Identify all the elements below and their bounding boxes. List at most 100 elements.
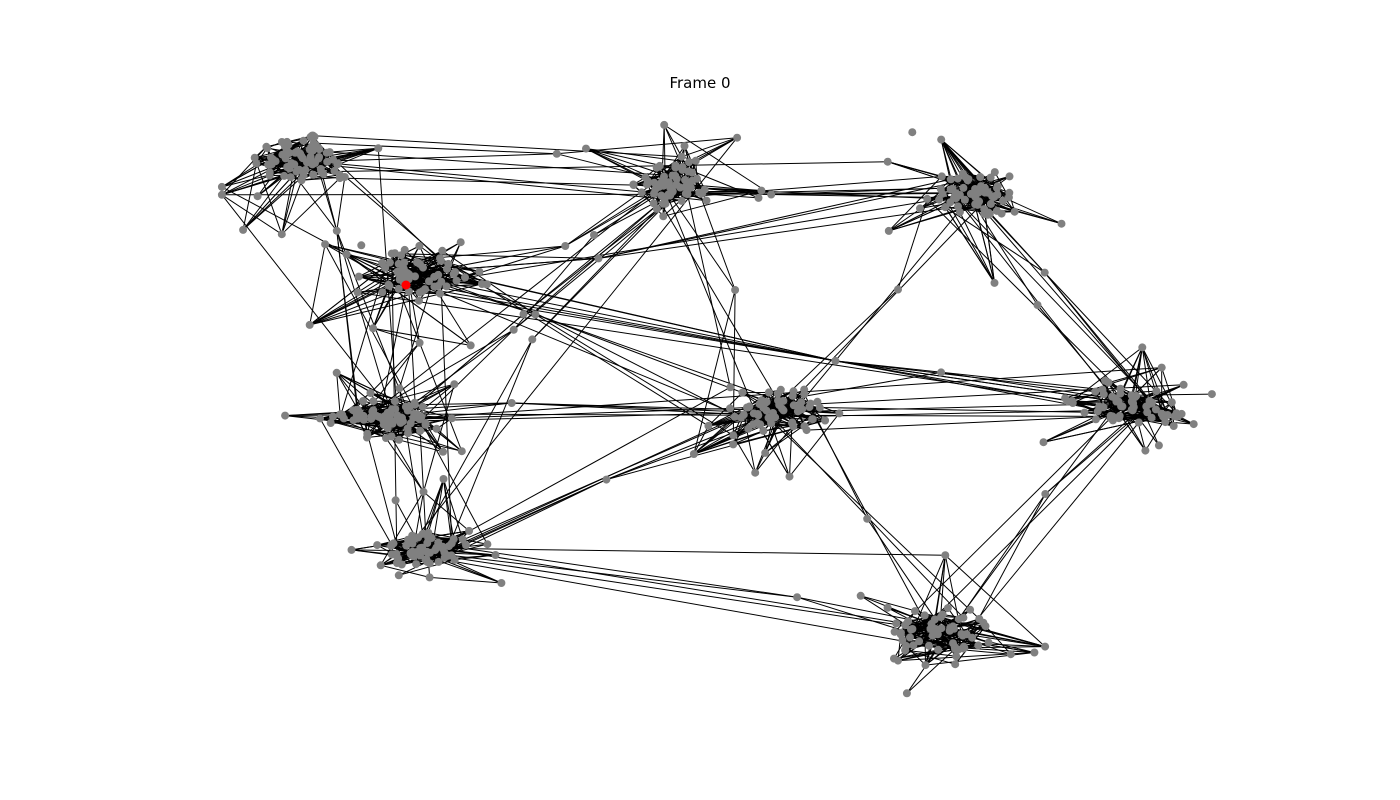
node bbox=[890, 627, 899, 636]
node bbox=[890, 654, 898, 663]
node bbox=[451, 268, 460, 277]
bridge-edge bbox=[664, 175, 942, 200]
bridge-edge bbox=[289, 168, 338, 232]
node bbox=[444, 551, 453, 560]
node bbox=[434, 557, 443, 566]
node bbox=[754, 411, 763, 420]
node bbox=[671, 163, 680, 172]
bridge-edge bbox=[401, 313, 524, 419]
node bbox=[1128, 406, 1137, 415]
figure-title: Frame 0 bbox=[669, 74, 731, 92]
node bbox=[369, 324, 378, 333]
node bbox=[422, 555, 431, 564]
bridge-edge bbox=[687, 193, 731, 388]
node bbox=[253, 192, 262, 201]
edge bbox=[357, 280, 430, 293]
node bbox=[883, 603, 892, 612]
node bbox=[434, 270, 443, 279]
node bbox=[923, 194, 932, 203]
bridge-edge bbox=[606, 420, 826, 481]
node bbox=[450, 380, 459, 389]
node bbox=[983, 210, 992, 219]
node bbox=[704, 421, 713, 430]
node bbox=[438, 544, 447, 553]
node bbox=[359, 397, 368, 405]
node bbox=[884, 226, 893, 235]
node bbox=[986, 173, 995, 182]
node bbox=[452, 276, 461, 285]
node bbox=[911, 607, 919, 616]
node bbox=[729, 440, 738, 449]
node bbox=[1167, 398, 1176, 407]
bridge-edge bbox=[531, 195, 671, 340]
node bbox=[955, 208, 964, 217]
edge bbox=[380, 564, 430, 578]
node bbox=[984, 638, 993, 647]
node bbox=[316, 414, 324, 423]
node bbox=[951, 660, 960, 669]
node bbox=[414, 414, 423, 422]
node bbox=[661, 199, 670, 208]
bridge-edge bbox=[941, 371, 1132, 402]
node bbox=[509, 325, 518, 334]
node bbox=[953, 174, 962, 183]
node bbox=[1010, 207, 1019, 216]
bridge-edge bbox=[336, 230, 359, 419]
node bbox=[332, 226, 341, 235]
node bbox=[1068, 399, 1077, 407]
edge bbox=[1101, 389, 1146, 451]
edge bbox=[928, 645, 1035, 653]
bridge-edge bbox=[954, 422, 1140, 648]
node bbox=[239, 225, 248, 234]
node bbox=[418, 529, 427, 538]
edge bbox=[351, 549, 392, 555]
node bbox=[299, 136, 308, 145]
node bbox=[295, 165, 304, 174]
node bbox=[403, 269, 412, 278]
node bbox=[894, 285, 902, 294]
node bbox=[461, 273, 469, 282]
node bbox=[685, 158, 693, 167]
node bbox=[1148, 398, 1157, 407]
edge bbox=[789, 422, 793, 477]
bridge-edge bbox=[835, 360, 1100, 407]
bridge-edge bbox=[382, 245, 566, 264]
bridge-edge bbox=[441, 281, 836, 362]
node bbox=[217, 182, 226, 191]
node bbox=[250, 153, 259, 162]
node bbox=[1098, 385, 1107, 394]
edge bbox=[443, 478, 453, 544]
edge bbox=[329, 147, 379, 153]
node bbox=[754, 193, 763, 202]
node bbox=[1004, 193, 1013, 202]
bridge-edge bbox=[423, 384, 455, 492]
node bbox=[442, 282, 451, 291]
node bbox=[1116, 384, 1125, 393]
node bbox=[974, 641, 983, 650]
edge bbox=[897, 642, 989, 662]
bridge-edge bbox=[319, 418, 393, 545]
bridge-edge bbox=[647, 180, 779, 401]
node bbox=[806, 399, 815, 408]
bridge-edge bbox=[310, 146, 441, 259]
bridge-edge bbox=[668, 187, 964, 195]
node bbox=[907, 625, 915, 634]
node bbox=[531, 310, 540, 319]
node bbox=[755, 400, 764, 409]
edge bbox=[336, 372, 341, 415]
node bbox=[1141, 446, 1150, 455]
node bbox=[265, 171, 274, 180]
node bbox=[466, 341, 475, 350]
node bbox=[1147, 413, 1156, 422]
edge bbox=[942, 193, 995, 284]
node bbox=[582, 144, 590, 153]
bridge-edge bbox=[411, 339, 533, 556]
node bbox=[729, 431, 738, 440]
node bbox=[984, 188, 993, 197]
node bbox=[443, 265, 451, 273]
bridge-edge bbox=[339, 177, 664, 187]
node bbox=[491, 551, 500, 559]
node bbox=[329, 412, 337, 421]
node bbox=[1152, 387, 1161, 396]
